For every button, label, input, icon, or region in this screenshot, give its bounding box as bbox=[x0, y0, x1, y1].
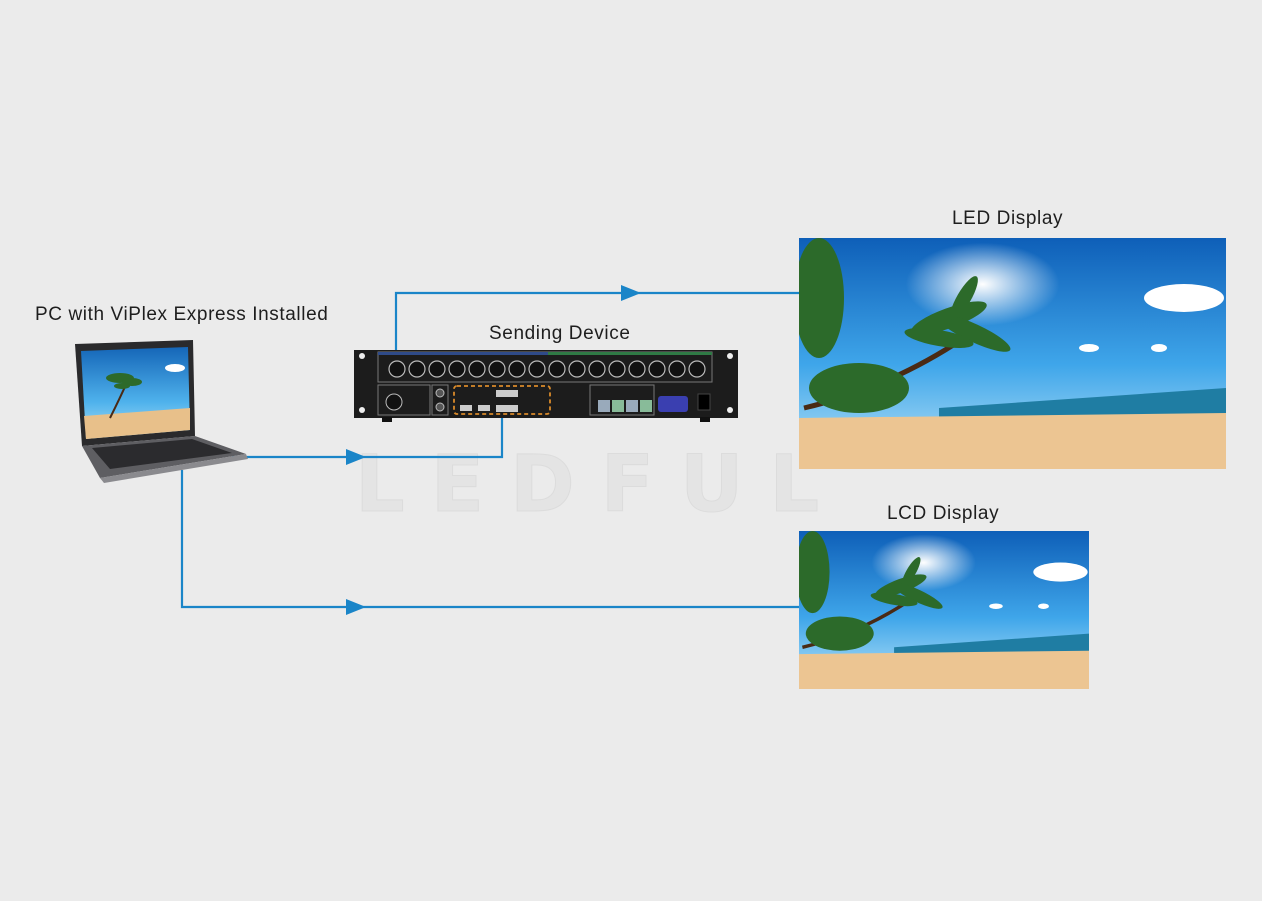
beach-image bbox=[799, 238, 1226, 469]
ethernet-port-icon bbox=[608, 360, 626, 378]
watermark: LEDFUL bbox=[354, 440, 846, 531]
ethernet-port-icon bbox=[468, 360, 486, 378]
arrow-head-icon bbox=[346, 599, 366, 615]
ethernet-port-icon bbox=[568, 360, 586, 378]
led-display-image bbox=[799, 238, 1226, 469]
ethernet-port-icon bbox=[408, 360, 426, 378]
ethernet-port-icon bbox=[628, 360, 646, 378]
arrow-head-icon bbox=[346, 449, 366, 465]
lcd-display-image bbox=[799, 531, 1089, 689]
ethernet-port-icon bbox=[428, 360, 446, 378]
ethernet-port-icon bbox=[528, 360, 546, 378]
ethernet-port-icon bbox=[548, 360, 566, 378]
connection-pc-to-lcd bbox=[180, 470, 800, 609]
connection-sender-to-led bbox=[394, 291, 800, 365]
ethernet-port-icon bbox=[388, 360, 406, 378]
sending-device-label: Sending Device bbox=[489, 323, 631, 344]
ethernet-port-icon bbox=[508, 360, 526, 378]
arrow-head-icon bbox=[621, 285, 641, 301]
laptop-icon bbox=[75, 340, 248, 483]
sending-device-icon bbox=[354, 350, 738, 422]
ethernet-port-icon bbox=[688, 360, 706, 378]
ethernet-port-icon bbox=[668, 360, 686, 378]
ethernet-port-icon bbox=[488, 360, 506, 378]
ethernet-port-icon bbox=[648, 360, 666, 378]
led-display-label: LED Display bbox=[952, 208, 1064, 229]
lcd-display-label: LCD Display bbox=[887, 503, 1000, 524]
beach-image bbox=[799, 531, 1089, 689]
ethernet-port-icon bbox=[588, 360, 606, 378]
connection-pc-to-sender bbox=[232, 418, 504, 459]
pc-label: PC with ViPlex Express Installed bbox=[35, 304, 329, 325]
ethernet-port-icon bbox=[448, 360, 466, 378]
